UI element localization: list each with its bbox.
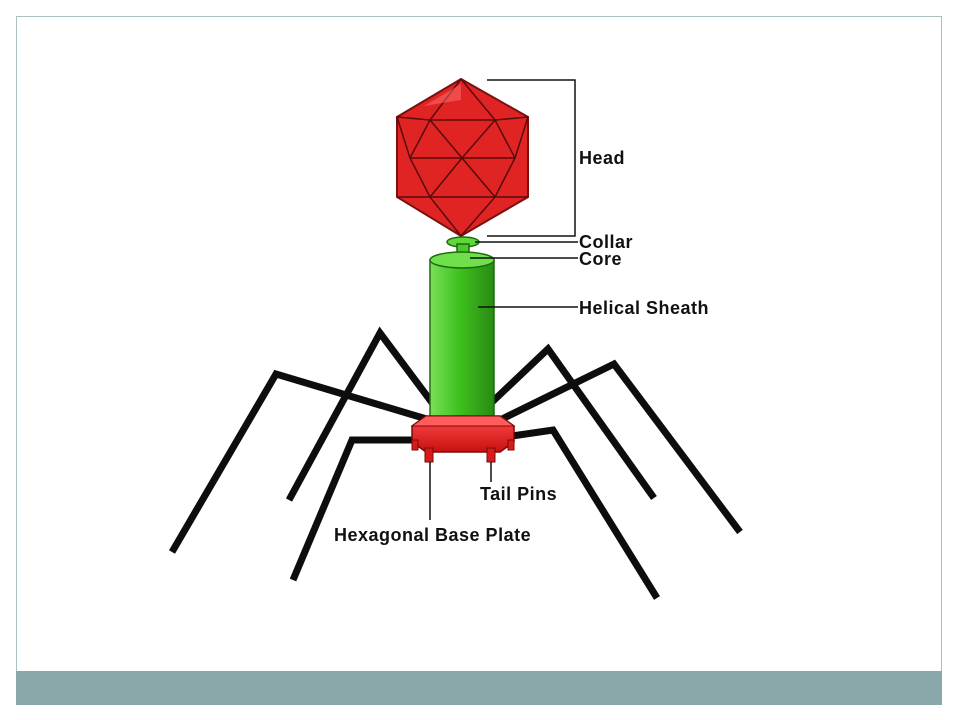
footer-bar [16,671,942,705]
hexagonal-base-plate [410,415,516,463]
label-helical-sheath: Helical Sheath [579,298,709,318]
label-core: Core [579,249,622,269]
tail-fiber-left-front [289,436,418,582]
capsid-head [396,77,529,238]
head-bracket [487,79,576,237]
tail-fiber-right-back [487,343,657,501]
helical-sheath [429,251,495,433]
tail-fiber-right-outer [498,359,743,535]
leader-lines [429,79,578,520]
label-hexagonal-base-plate: Hexagonal Base Plate [334,525,531,545]
label-tail-pins: Tail Pins [480,484,557,504]
tail-fiber-right-front [511,426,660,600]
label-collar: Collar [579,232,633,252]
tail-fiber-left-back [285,326,439,502]
tail-fibers [168,326,743,600]
tail-pins [411,439,515,463]
label-head: Head [579,148,625,168]
tail-fiber-left-outer [168,369,432,554]
